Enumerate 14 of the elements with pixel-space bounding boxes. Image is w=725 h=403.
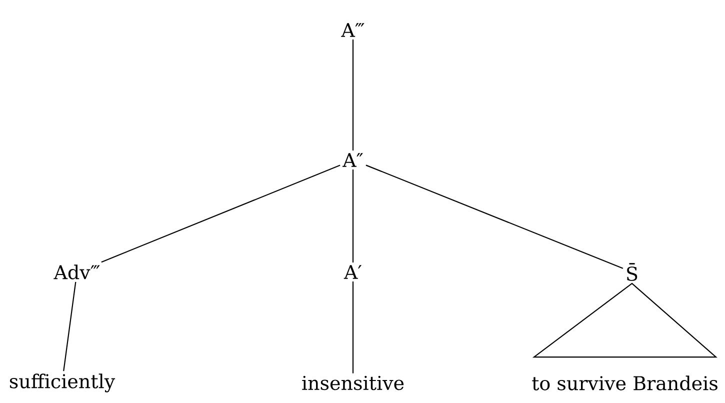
leaf-phrase: to survive Brandeis <box>532 376 718 390</box>
tree-branch <box>63 282 76 372</box>
leaf-word: insensitive <box>302 376 404 390</box>
tree-node-label: A″ <box>342 153 363 167</box>
tree-branch <box>101 164 340 263</box>
leaf-word: sufficiently <box>10 374 116 392</box>
tree-node-label: S̄ <box>627 263 638 281</box>
tree-branch <box>352 281 354 374</box>
tree-node-label: Adv‴ <box>54 264 100 280</box>
tree-branch <box>366 164 624 269</box>
tree-node-label: A‴ <box>341 23 364 37</box>
tree-branch <box>352 169 354 263</box>
tree-node-label: A′ <box>344 265 362 279</box>
tree-branch <box>352 39 354 151</box>
